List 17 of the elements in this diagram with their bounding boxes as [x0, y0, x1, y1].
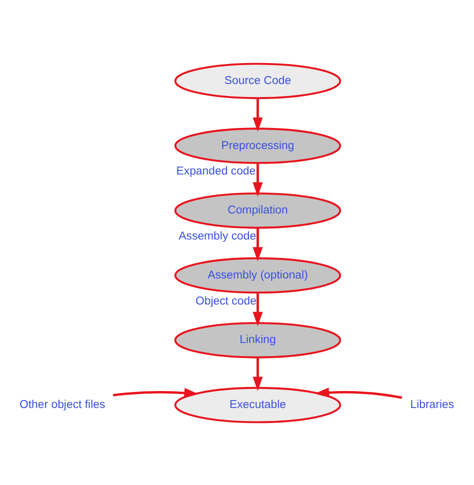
edge-label: Object code [195, 294, 256, 307]
arrow [252, 292, 263, 326]
arrow [314, 387, 402, 398]
edge-label: Assembly code [178, 230, 256, 242]
node-text: Other object files [19, 398, 106, 410]
arrow [112, 387, 199, 398]
arrow [252, 228, 263, 261]
node-ellipse: Assembly (optional) [174, 256, 342, 294]
node-ellipse: Preprocessing [174, 127, 342, 164]
arrow [252, 162, 263, 196]
node-ellipse: Compilation [174, 192, 342, 228]
node-ellipse: Source Code [174, 62, 342, 99]
node-ellipse: Linking [174, 322, 342, 358]
arrow [252, 357, 263, 391]
edge-label: Expanded code [176, 165, 256, 178]
arrow [252, 98, 263, 132]
node-text: Libraries [410, 398, 454, 410]
